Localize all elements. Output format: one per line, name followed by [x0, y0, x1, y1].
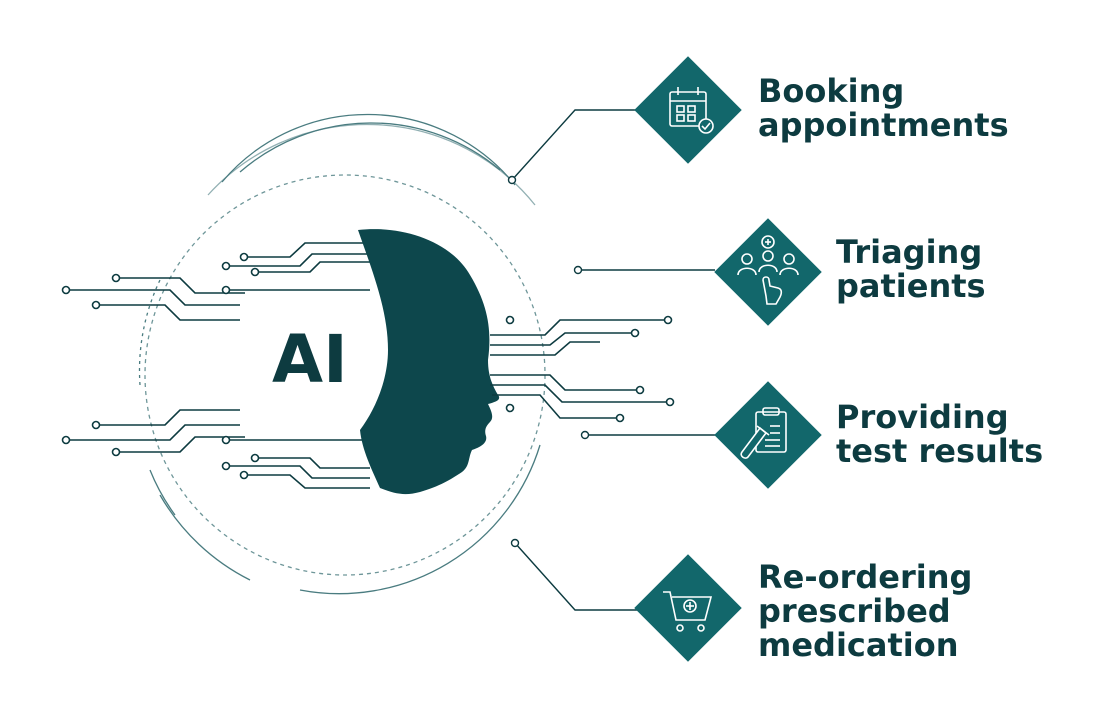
item-label-reordering: Re-ordering prescribed medication: [758, 560, 972, 662]
patients-triage-icon: [737, 235, 799, 305]
item-label-test-results: Providing test results: [836, 400, 1043, 468]
shopping-cart-plus-icon: [663, 591, 713, 632]
right-circuit-nodes: [505, 315, 675, 423]
item-test-results: [714, 381, 1075, 489]
label-line: prescribed: [758, 592, 951, 630]
label-line: appointments: [758, 106, 1009, 144]
label-line: test results: [836, 432, 1044, 470]
label-line: patients: [836, 267, 986, 305]
left-circuit-nodes: [61, 252, 260, 480]
item-diamond: [714, 218, 822, 326]
item-connectors: [511, 109, 715, 611]
item-label-booking: Booking appointments: [758, 74, 1009, 142]
item-triaging: [714, 218, 1075, 326]
calendar-check-icon: [669, 87, 714, 134]
item-label-triaging: Triaging patients: [836, 235, 986, 303]
label-line: medication: [758, 626, 959, 664]
ai-label: AI: [272, 321, 348, 398]
connector-nodes: [507, 175, 590, 548]
label-line: Triaging: [836, 233, 983, 271]
head-silhouette: [358, 229, 500, 495]
item-diamond: [634, 554, 742, 662]
label-line: Booking: [758, 72, 905, 110]
label-line: Providing: [836, 398, 1009, 436]
label-line: Re-ordering: [758, 558, 973, 596]
item-reordering: [634, 549, 1000, 669]
right-circuit-lines: [490, 319, 670, 419]
item-booking: [634, 56, 1000, 164]
left-circuit-lines: [66, 242, 370, 489]
clipboard-test-tube-icon: [740, 407, 787, 459]
